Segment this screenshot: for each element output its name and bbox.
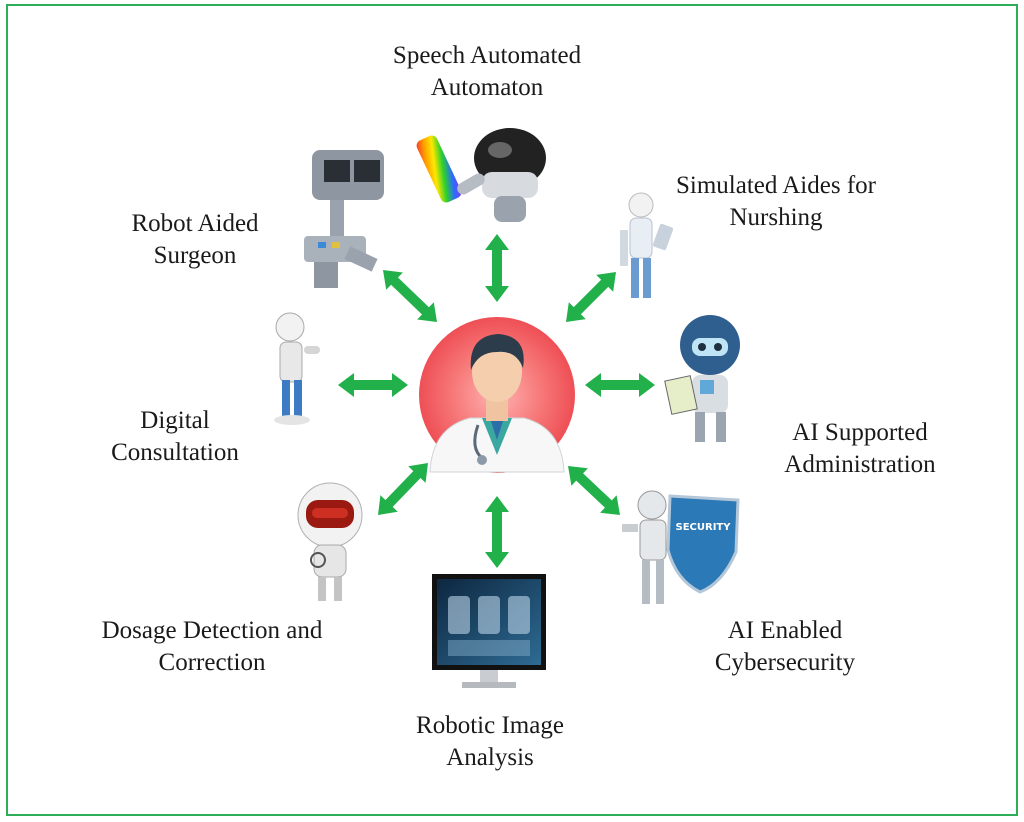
stethoscope-robot-icon <box>297 482 363 601</box>
xray-monitor-icon <box>432 574 546 688</box>
clipboard-robot-icon <box>664 315 740 442</box>
arrow-surgeon <box>383 270 438 323</box>
arrow-image <box>485 496 509 568</box>
surgical-robot-icon <box>304 150 384 288</box>
consulting-figure-icon <box>274 312 320 425</box>
arrow-nursing <box>565 272 616 323</box>
arrow-dosage <box>378 462 429 515</box>
nurse-robot-icon <box>620 192 674 298</box>
arrow-consult <box>338 373 408 397</box>
arrow-cyber <box>567 465 620 515</box>
arrow-speech <box>485 234 509 302</box>
diagram-frame <box>6 4 1018 816</box>
arrows <box>338 234 655 568</box>
arrow-admin <box>585 373 655 397</box>
speaking-robot-icon <box>416 128 546 222</box>
svg-text:SECURITY: SECURITY <box>676 522 732 533</box>
security-shield-robot-icon: SECURITY <box>622 490 740 604</box>
doctor-icon <box>419 317 575 473</box>
